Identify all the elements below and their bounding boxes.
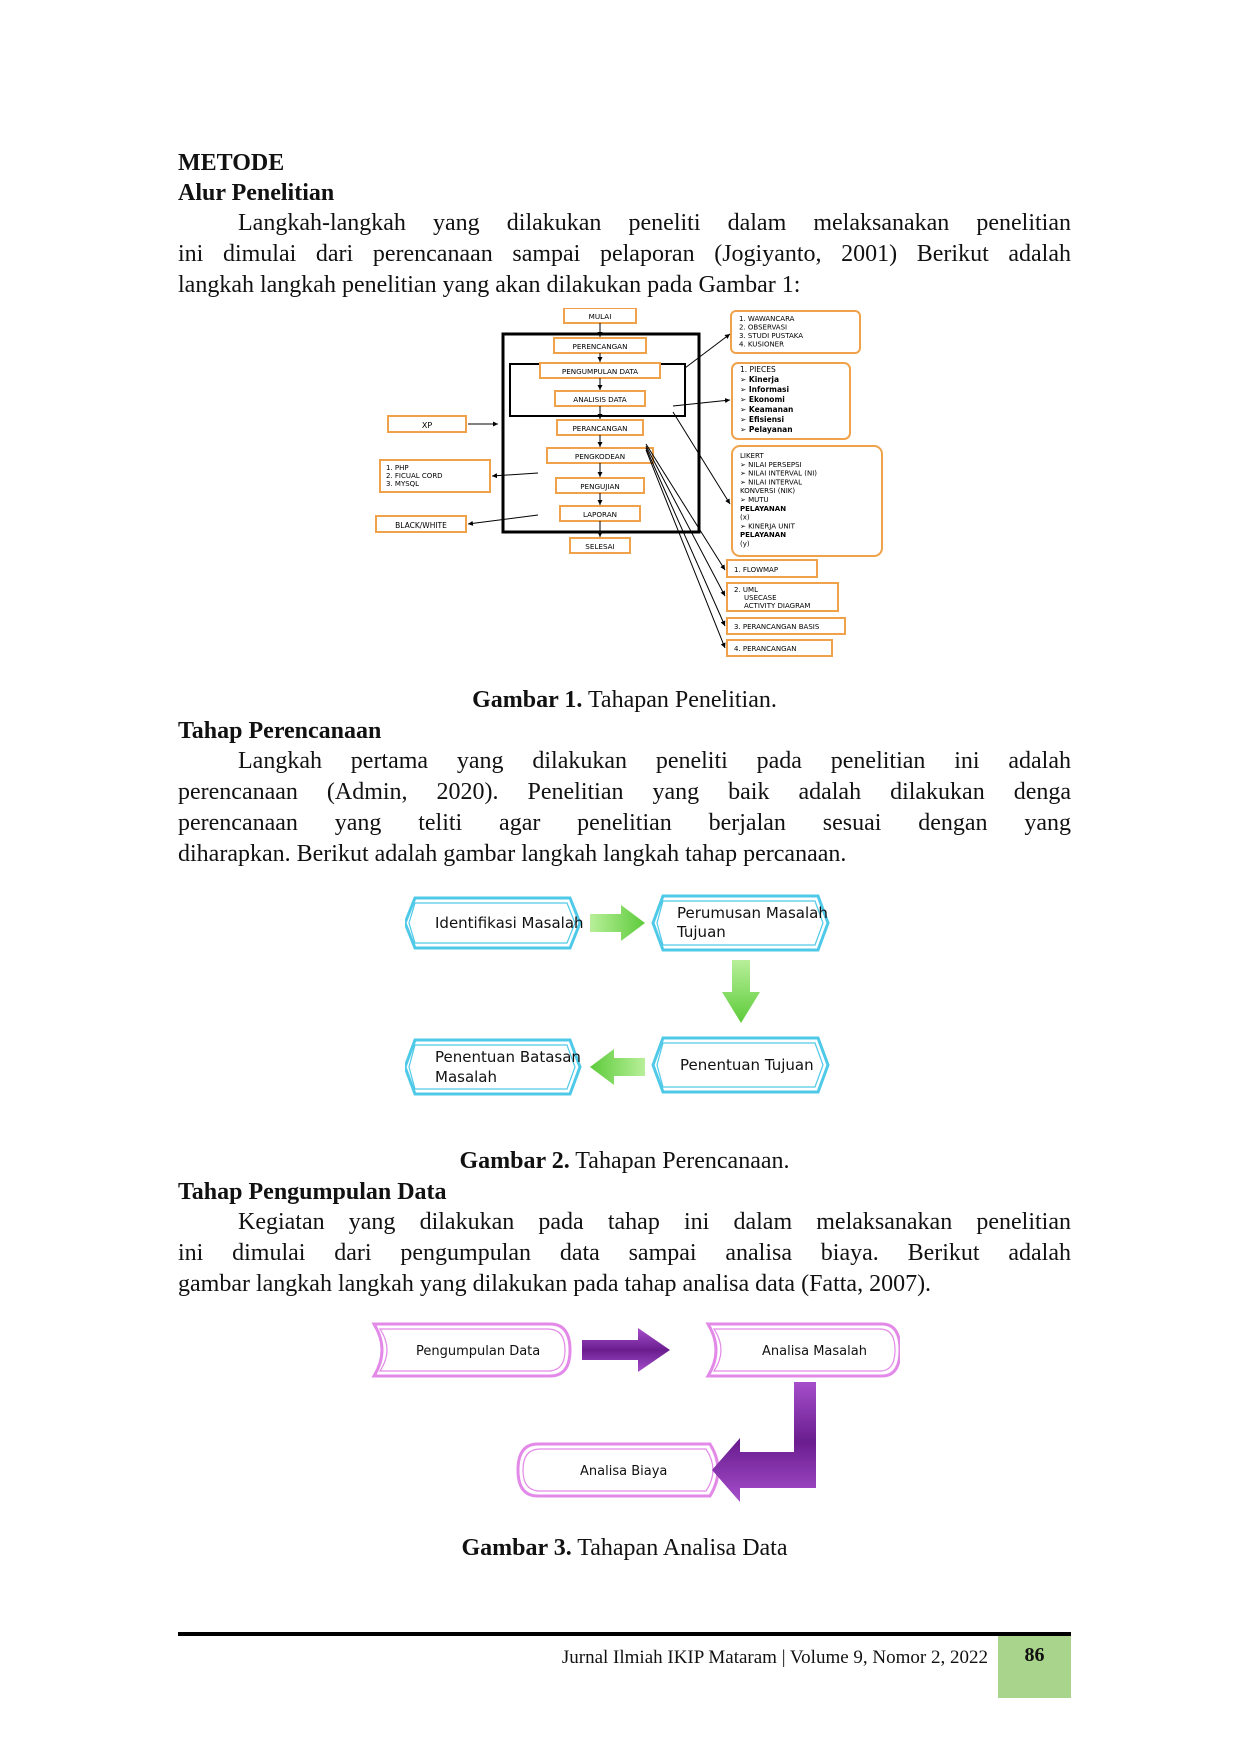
- box-identifikasi-masalah: Identifikasi Masalah: [435, 914, 584, 932]
- step-label: SELESAI: [585, 542, 614, 551]
- paragraph-line: gambar langkah langkah yang dilakukan pa…: [178, 1271, 932, 1297]
- box-analisa-biaya: Analisa Biaya: [580, 1464, 667, 1479]
- paragraph-line: perencanaan yang teliti agar penelitian …: [178, 810, 1071, 836]
- step-label: PERENCANGAN: [573, 342, 628, 351]
- figure-1-caption: Gambar 1. Tahapan Penelitian.: [178, 685, 1071, 715]
- list-item: (x): [740, 514, 750, 522]
- step-label: ANALISIS DATA: [573, 395, 626, 404]
- paragraph-line: ini dimulai dari perencanaan sampai pela…: [178, 241, 1071, 267]
- subheading-alur-penelitian: Alur Penelitian: [178, 180, 335, 206]
- list-item: ➢ Efisiensi: [740, 415, 784, 424]
- figure-1-flowchart: MULAI PERENCANGAN PENGUMPULAN DATA ANALISIS…: [375, 308, 883, 657]
- right-box-perancangan-basis: 3. PERANCANGAN BASIS: [734, 623, 820, 631]
- paragraph-perencanaan: Langkah pertama yang dilakukan peneliti …: [178, 746, 1071, 870]
- list-item: ➢ Pelayanan: [740, 425, 793, 434]
- step-label: PENGUJIAN: [580, 482, 620, 491]
- caption-label: Gambar 2.: [459, 1148, 570, 1174]
- list-item: ➢ NILAI INTERVAL (NI): [740, 470, 817, 478]
- box-analisa-masalah: Analisa Masalah: [762, 1344, 867, 1359]
- list-item: 1. WAWANCARA: [739, 315, 795, 323]
- list-item: 2. OBSERVASI: [739, 324, 787, 332]
- section-heading-metode: METODE: [178, 150, 285, 176]
- list-item: PELAYANAN: [740, 531, 786, 539]
- paragraph-pengumpulan: Kegiatan yang dilakukan pada tahap ini d…: [178, 1207, 1071, 1300]
- step-label: PENGKODEAN: [575, 452, 625, 461]
- list-item: 3. STUDI PUSTAKA: [739, 332, 803, 340]
- list-item: ➢ Kinerja: [740, 375, 779, 384]
- caption-label: Gambar 3.: [461, 1535, 572, 1561]
- figure-3-analysis-flow: Pengumpulan Data Analisa Masalah Analisa…: [371, 1322, 900, 1502]
- right-box-perancangan: 4. PERANCANGAN: [734, 645, 797, 653]
- step-label: MULAI: [589, 312, 612, 321]
- arrow-right-icon: [590, 905, 645, 941]
- list-item: 1. PIECES: [740, 365, 776, 374]
- list-item: KONVERSI (NIK): [740, 487, 795, 495]
- subheading-tahap-pengumpulan: Tahap Pengumpulan Data: [178, 1179, 447, 1205]
- left-box-blackwhite: BLACK/WHITE: [395, 521, 447, 530]
- figure-3-caption: Gambar 3. Tahapan Analisa Data: [178, 1533, 1071, 1563]
- arrow-left-icon: [590, 1049, 645, 1085]
- list-item: ➢ Keamanan: [740, 405, 793, 414]
- main-steps-column: MULAI PERENCANGAN PENGUMPULAN DATA ANALISIS…: [539, 308, 661, 554]
- list-item: (y): [740, 540, 750, 548]
- arrow-down-icon: [722, 960, 760, 1023]
- figure-2-caption: Gambar 2. Tahapan Perencanaan.: [178, 1146, 1071, 1176]
- list-item: ➢ KINERJA UNIT: [740, 522, 796, 530]
- paragraph-line: diharapkan. Berikut adalah gambar langka…: [178, 841, 847, 867]
- caption-text: Tahapan Analisa Data: [571, 1535, 788, 1561]
- subheading-tahap-perencanaan: Tahap Perencanaan: [178, 718, 382, 744]
- arrow-elbow-icon: [712, 1382, 816, 1502]
- step-box: [569, 537, 631, 554]
- footer-journal: Jurnal Ilmiah IKIP Mataram | Volume 9, N…: [561, 1647, 988, 1668]
- list-item: ➢ NILAI INTERVAL: [740, 478, 802, 486]
- step-label: PENGUMPULAN DATA: [562, 367, 638, 376]
- right-box-likert: LIKERT➢ NILAI PERSEPSI➢ NILAI INTERVAL (…: [740, 452, 817, 548]
- list-item: 4. KUSIONER: [739, 341, 784, 349]
- caption-label: Gambar 1.: [472, 687, 583, 713]
- right-box-flowmap: 1. FLOWMAP: [734, 566, 778, 574]
- paragraph-line: langkah langkah penelitian yang akan dil…: [178, 272, 801, 298]
- caption-text: Tahapan Perencanaan.: [569, 1148, 790, 1174]
- list-item: ➢ NILAI PERSEPSI: [740, 461, 802, 469]
- list-item: ➢ MUTU: [740, 496, 769, 504]
- left-box-xp: XP: [422, 421, 432, 430]
- page-number: 86: [998, 1636, 1071, 1698]
- step-label: LAPORAN: [583, 510, 617, 519]
- box-penentuan-tujuan: Penentuan Tujuan: [680, 1056, 814, 1074]
- box-pengumpulan-data: Pengumpulan Data: [416, 1344, 540, 1359]
- paragraph-line: Langkah-langkah yang dilakukan peneliti …: [238, 210, 1071, 236]
- paragraph-line: perencanaan (Admin, 2020). Penelitian ya…: [178, 779, 1071, 805]
- paragraph-line: ini dimulai dari pengumpulan data sampai…: [178, 1240, 1071, 1266]
- paragraph-line: Kegiatan yang dilakukan pada tahap ini d…: [238, 1209, 1071, 1235]
- list-item: LIKERT: [740, 452, 764, 460]
- right-box-pieces: 1. PIECES➢ Kinerja➢ Informasi➢ Ekonomi➢ …: [740, 365, 793, 434]
- list-item: ➢ Ekonomi: [740, 395, 785, 404]
- arrow-right-icon: [582, 1328, 670, 1372]
- step-label: PERANCANGAN: [572, 424, 627, 433]
- paragraph-alur: Langkah-langkah yang dilakukan peneliti …: [178, 208, 1071, 301]
- paragraph-line: Langkah pertama yang dilakukan peneliti …: [238, 748, 1071, 774]
- caption-text: Tahapan Penelitian.: [582, 687, 777, 713]
- list-item: ➢ Informasi: [740, 385, 789, 394]
- list-item: PELAYANAN: [740, 505, 786, 513]
- footer-divider: [178, 1632, 1071, 1636]
